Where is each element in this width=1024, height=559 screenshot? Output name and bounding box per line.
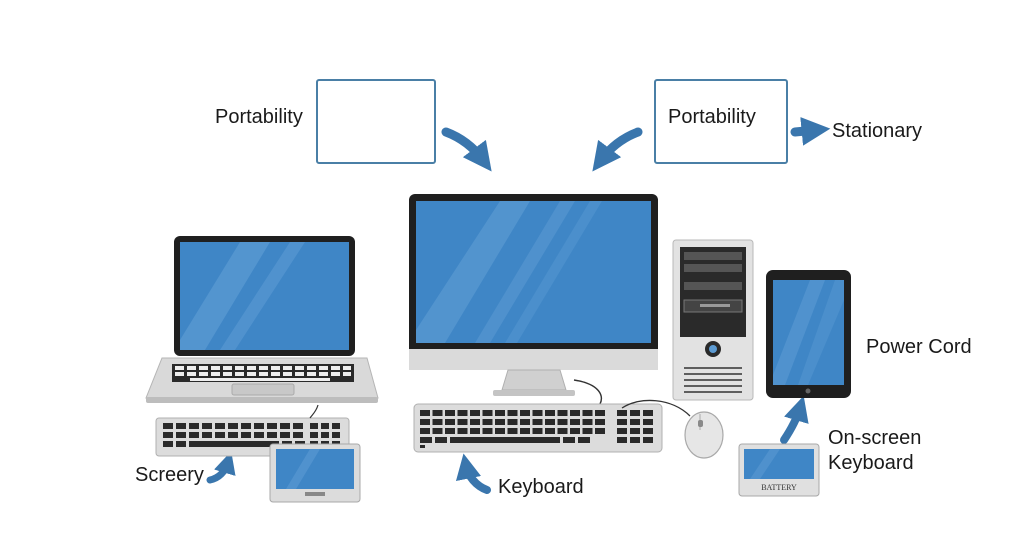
label-on-screen-1: On-screen (828, 427, 922, 449)
label-portability-right: Portability (668, 106, 756, 128)
label-portability-left: Portability (215, 106, 303, 128)
arrow-stationary (790, 117, 831, 146)
laptop-icon (145, 236, 379, 403)
keyboard-icon-main (413, 403, 663, 453)
arrow-keyboard (455, 453, 491, 494)
label-screery: Screery (135, 464, 204, 486)
arrow-portability-left (441, 127, 492, 172)
label-power-cord: Power Cord (866, 336, 972, 358)
battery-label: BATTERY (761, 483, 797, 492)
tower-icon (672, 239, 754, 401)
portability-box-left (316, 79, 436, 164)
mouse-icon (621, 399, 724, 459)
tablet-icon (766, 270, 851, 398)
battery-device-icon: BATTERY (738, 443, 820, 497)
arrow-portability-right (592, 127, 643, 172)
label-keyboard: Keyboard (498, 476, 584, 498)
label-on-screen-2: Keyboard (828, 452, 914, 474)
arrow-screery (206, 451, 236, 484)
portability-box-right (654, 79, 788, 164)
desktop-monitor-icon (409, 194, 658, 405)
mini-display-icon (269, 443, 361, 503)
label-stationary: Stationary (832, 120, 923, 142)
arrow-on-screen (780, 395, 809, 444)
